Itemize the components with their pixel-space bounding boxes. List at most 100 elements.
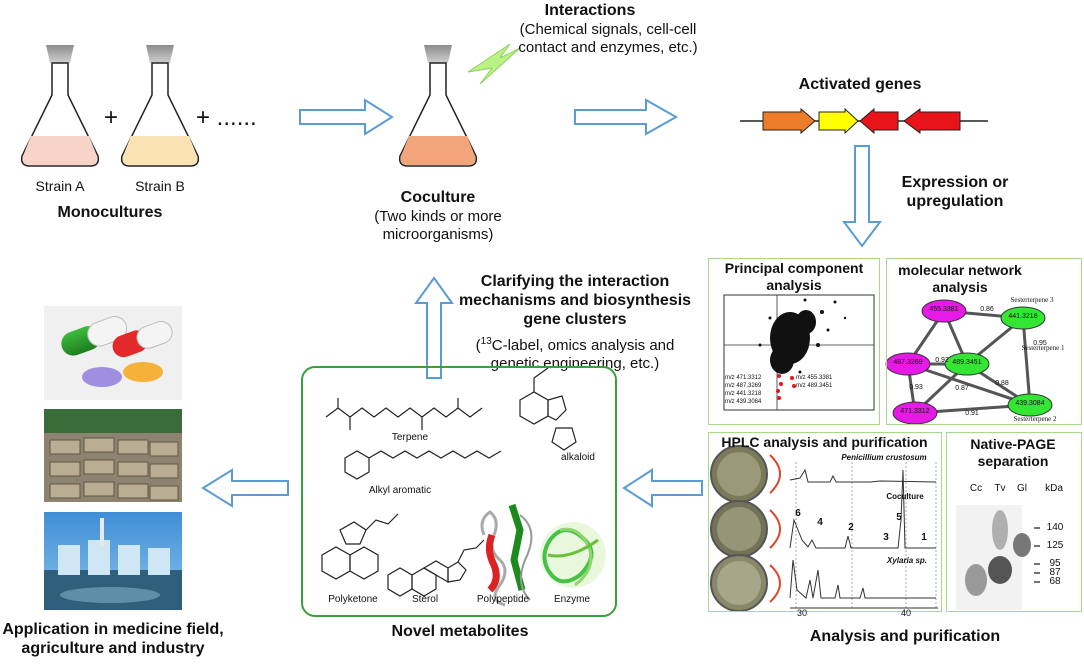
arrow-analysis-to-metabolites [622, 468, 703, 508]
gene-orange-icon [762, 107, 816, 135]
strain-b-label: Strain B [135, 178, 185, 194]
class-alkaloid: alkaloid [561, 452, 595, 463]
edge-weight: 0.88 [995, 380, 1009, 387]
marker-label: 95 [1049, 558, 1061, 569]
pca-labels-left: m/z 471.3312 m/z 487.3269 m/z 441.3218 m… [725, 374, 785, 406]
hplc-trace-top: Penicillium crustosum [841, 453, 927, 462]
gene-yellow-icon [818, 107, 859, 135]
hplc-xtick: 40 [900, 608, 911, 618]
hplc-panel [708, 432, 942, 612]
flask-a-icon [20, 45, 100, 167]
hplc-title: HPLC analysis and purification [721, 434, 928, 450]
analysis-label: Analysis and purification [809, 628, 1001, 645]
arrow-coculture-to-genes [574, 98, 679, 136]
edge-weight: 0.92 [935, 357, 949, 364]
pca-label: m/z 489.3451 [796, 383, 833, 389]
lightning-icon [467, 43, 521, 85]
arrow-metabolites-to-application [201, 468, 289, 508]
hplc-plates [710, 445, 781, 612]
marker-label: 87 [1049, 567, 1061, 578]
pca-title: Principal component analysis [724, 260, 864, 293]
native-page-panel [946, 432, 1082, 612]
pca-panel [708, 258, 880, 425]
sesterterpene-1-label: Sesterterpene 1 [1021, 344, 1065, 352]
edge-weight: 0.91 [965, 410, 979, 417]
pca-label: m/z 471.3312 [725, 375, 762, 381]
alkyl-aromatic-structure [344, 450, 502, 480]
marker-label: 140 [1046, 522, 1064, 533]
metabolites-box [301, 366, 617, 617]
flask-b-icon [120, 45, 200, 167]
arrow-mono-to-coculture [299, 98, 394, 136]
gene-red1-icon [859, 107, 899, 135]
sesterterpene-2-label: Sesterterpene 2 [1013, 415, 1057, 423]
marker-label: 68 [1049, 576, 1061, 587]
alkaloid-structure [519, 367, 577, 451]
native-page-title: Native-PAGE separation [970, 436, 1056, 469]
plus-sign: + [103, 104, 118, 131]
coculture-title: Coculture [400, 189, 476, 206]
pca-label: m/z 441.3218 [725, 391, 762, 397]
strain-a-label: Strain A [35, 178, 85, 194]
sterol-structure [387, 539, 485, 597]
expression-label: Expression or upregulation [901, 174, 1009, 211]
node-455 [921, 299, 967, 323]
pca-labels-right: m/z 455.3381 m/z 489.3451 [796, 374, 856, 390]
peak-label: 1 [921, 532, 927, 543]
pca-plot [723, 294, 875, 411]
coculture-desc: (Two kinds or more microorganisms) [374, 208, 502, 243]
lane-label: Tv [994, 483, 1006, 494]
node-441 [1000, 306, 1046, 330]
activated-genes-label: Activated genes [798, 76, 922, 93]
node-label-439: 439.3084 [1015, 400, 1045, 407]
class-alkyl-aromatic: Alkyl aromatic [368, 485, 432, 496]
class-polyketone: Polyketone [328, 594, 378, 605]
polypeptide-structure [480, 503, 533, 607]
metabolites-title: Novel metabolites [391, 623, 529, 640]
edge-weight: 0.86 [980, 306, 994, 313]
clarifying-sup: 13 [480, 336, 492, 347]
node-489 [944, 352, 990, 376]
industry-image [44, 512, 182, 610]
peak-label: 3 [883, 532, 889, 543]
class-terpene: Terpene [391, 432, 429, 443]
lane-label: Gl [1017, 483, 1027, 494]
clarifying-title: Clarifying the interaction mechanisms an… [458, 273, 692, 329]
pca-label: m/z 439.3084 [725, 399, 762, 405]
hplc-xtick: 30 [796, 608, 807, 618]
enzyme-structure [540, 522, 606, 588]
pca-label: m/z 455.3381 [796, 375, 833, 381]
node-label-487: 487.3269 [893, 359, 923, 366]
lane-label: kDa [1045, 483, 1063, 494]
terpene-structure [325, 398, 483, 430]
class-enzyme: Enzyme [553, 594, 591, 605]
network-title: molecular network analysis [898, 262, 1022, 295]
node-label-489: 489.3451 [952, 359, 982, 366]
node-label-441: 441.3218 [1008, 313, 1038, 320]
gene-red2-icon [903, 108, 961, 134]
arrow-genes-down [842, 145, 882, 248]
native-page-gel [956, 505, 1040, 610]
peak-label: 2 [848, 522, 854, 533]
arrow-up-clarifying [414, 276, 454, 379]
node-439 [1007, 393, 1053, 417]
sesterterpene-3-label: Sesterterpene 3 [1010, 296, 1054, 304]
agriculture-image [44, 409, 182, 502]
pills-image [44, 306, 182, 400]
monocultures-title: Monocultures [57, 204, 163, 221]
plus-more-sign: + ...... [196, 104, 257, 131]
coculture-flask-icon [398, 45, 478, 167]
hplc-trace-bot: Xylaria sp. [886, 556, 928, 565]
marker-label: 125 [1046, 540, 1064, 551]
lane-label: Cc [969, 483, 983, 494]
interactions-title: Interactions [544, 2, 636, 19]
network-panel [886, 258, 1082, 425]
class-polypeptide: Polypeptide [476, 594, 530, 605]
class-sterol: Sterol [411, 594, 439, 605]
edge-weight: 0.95 [1033, 340, 1047, 347]
gene-cluster [740, 107, 988, 135]
node-label-455: 455.3381 [929, 306, 959, 313]
polyketone-structure [321, 513, 399, 580]
edge-weight: 0.87 [955, 385, 969, 392]
